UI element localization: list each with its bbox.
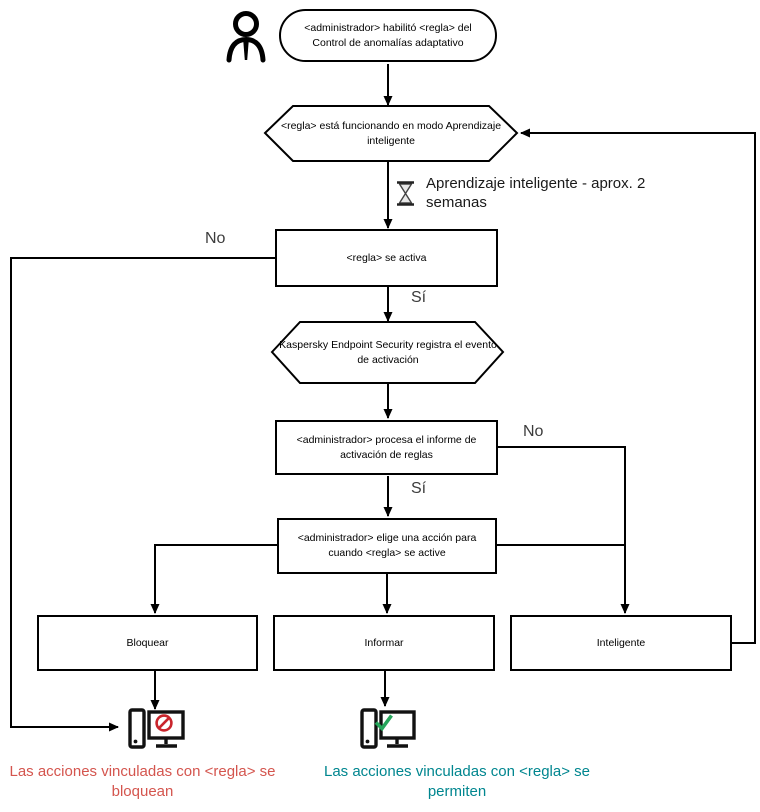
node-start-label: <administrador> habilitó <regla> del Con… xyxy=(304,21,472,49)
label-yes-report: Sí xyxy=(411,480,427,497)
prohibition-icon xyxy=(155,714,173,732)
caption-blocked: Las acciones vinculadas con <regla> se b… xyxy=(9,763,276,800)
label-no-rule: No xyxy=(205,230,226,247)
node-smart-mode-label: <regla> está funcionando en modo Aprendi… xyxy=(280,119,502,147)
caption-allowed: Las acciones vinculadas con <regla> se p… xyxy=(323,763,590,800)
hexagon-smart-mode xyxy=(263,105,519,162)
label-no-report: No xyxy=(523,423,544,440)
node-log-event-label: Kaspersky Endpoint Security registra el … xyxy=(279,338,497,366)
node-block-label: Bloquear xyxy=(126,636,169,649)
node-smart-mode: <regla> está funcionando en modo Aprendi… xyxy=(270,107,512,160)
duration-note: Aprendizaje inteligente - aprox. 2 seman… xyxy=(426,175,646,211)
node-rule-triggers-label: <regla> se activa xyxy=(346,251,427,264)
node-choose-action-label: <administrador> elige una acción para cu… xyxy=(297,532,477,559)
node-smart: Inteligente xyxy=(510,615,732,671)
label-yes-rule: Sí xyxy=(411,289,427,306)
node-start: <administrador> habilitó <regla> del Con… xyxy=(279,9,497,62)
person-icon xyxy=(226,11,266,63)
node-process-report: <administrador> procesa el informe de ac… xyxy=(275,420,498,475)
computer-blocked-icon xyxy=(128,708,185,749)
node-choose-action: <administrador> elige una acción para cu… xyxy=(277,518,497,574)
node-smart-label: Inteligente xyxy=(596,636,646,649)
node-inform: Informar xyxy=(273,615,495,671)
hourglass-icon xyxy=(397,181,414,206)
node-process-report-label: <administrador> procesa el informe de ac… xyxy=(296,433,477,461)
node-block: Bloquear xyxy=(37,615,258,671)
computer-allowed-icon xyxy=(360,708,416,749)
connectors xyxy=(10,64,756,732)
node-log-event: Kaspersky Endpoint Security registra el … xyxy=(268,322,508,383)
node-rule-triggers: <regla> se activa xyxy=(275,229,498,287)
node-inform-label: Informar xyxy=(364,636,404,649)
hexagon-log-event xyxy=(270,321,505,384)
checkmark-icon xyxy=(374,714,393,732)
